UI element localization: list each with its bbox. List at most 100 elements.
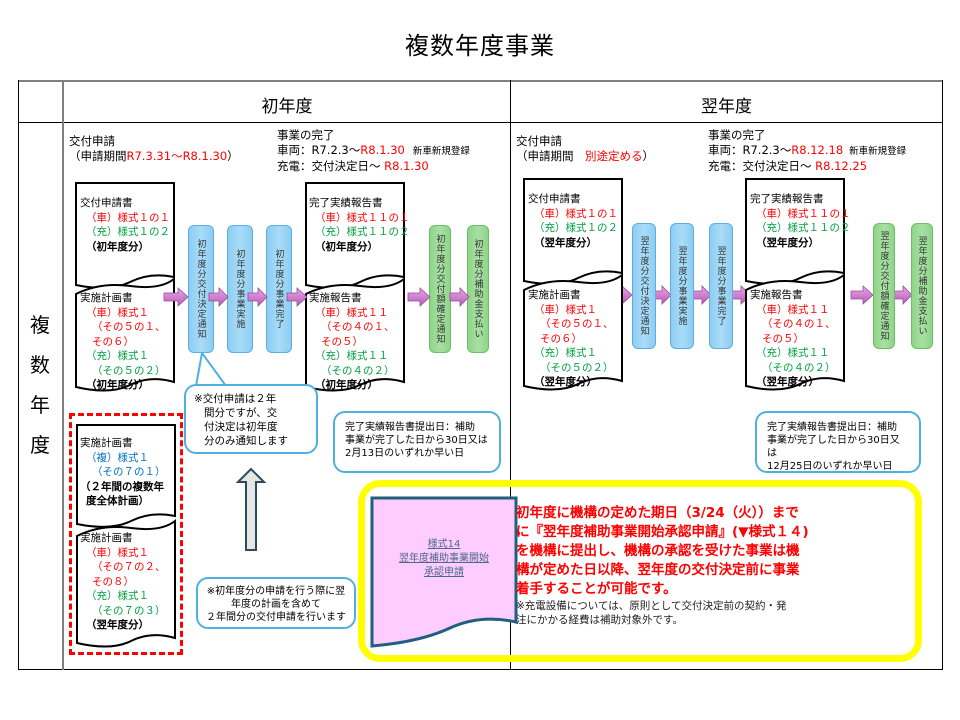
flow-step-label: 初年度分補助金支払い (472, 239, 483, 339)
doc-car-sub: その６） (540, 332, 582, 345)
document-stack-shape (523, 178, 623, 391)
doc-multi: （複）様式１ (86, 451, 149, 464)
charger-prefix: 充電：交付決定日～ (708, 159, 812, 173)
callout-report-deadline-next: 完了実績報告書提出日：補助 事業が完了した日から30日又は 12月25日のいずれ… (755, 411, 921, 473)
doc-charger: （充）様式１１の２ (315, 226, 410, 238)
application-period: （申請期間 別途定める） (516, 149, 654, 164)
callout-line: 年度の計画を含めて (231, 599, 321, 610)
flow-step-label: 翌年度分補助金支払い (916, 236, 927, 336)
doc-car-sub: その５） (762, 332, 804, 345)
up-arrow-icon (235, 467, 267, 551)
doc-car-sub: （その５の１、 (540, 318, 614, 330)
doc-year: （翌年度分） (756, 236, 819, 249)
document-stack-shape (305, 182, 405, 392)
right-arrow-icon (247, 287, 268, 307)
next-year-completion-info: 事業の完了 車両：R7.2.3～R8.12.18 新車新規登録 充電：交付決定日～… (708, 128, 906, 174)
vehicle-prefix: 車両：R7.2.3～ (277, 143, 361, 157)
doc-charger: （充）様式１１の２ (756, 222, 851, 234)
flow-step-label: 翌年度分交付額確定通知 (878, 231, 889, 341)
callout-line: 事業が完了した日から30日又は (345, 435, 488, 446)
vehicle-note: 新車新規登録 (849, 146, 907, 157)
doc-title: 実施計画書 (80, 437, 133, 449)
charger-completion: 充電：交付決定日～ R8.12.25 (708, 159, 906, 174)
flow-step-implementation-next: 翌年度分事業実施 (670, 223, 694, 349)
doc-car: （車）様式１の１ (534, 207, 618, 220)
doc-title: 実施計画書 (80, 292, 133, 304)
doc-charger: （充）様式１１ (756, 347, 830, 359)
application-label: 交付申請 (516, 134, 562, 148)
next-year-application-info: 交付申請 （申請期間 別途定める） (516, 134, 654, 164)
flow-step-label: 初年度分事業実施 (234, 249, 245, 329)
callout-line: 完了実績報告書提出日：補助 (767, 422, 897, 433)
period-suffix: ） (227, 149, 239, 163)
doc-car-sub: （その４の１、 (321, 321, 395, 333)
doc-year: （初年度分） (315, 379, 378, 391)
callout-line: 間分ですが、交 (204, 407, 278, 419)
callout-line: 12月25日のいずれか早い日 (767, 461, 893, 472)
vehicle-prefix: 車両：R7.2.3～ (708, 143, 792, 157)
doc-charger-sub: （その５の２） (92, 364, 166, 377)
completion-label: 事業の完了 (708, 128, 766, 142)
callout-report-deadline-first: 完了実績報告書提出日：補助 事業が完了した日から30日又は 2月13日のいずれか… (333, 411, 501, 473)
doc-year: （初年度分） (315, 240, 378, 253)
doc-car: （車）様式１１ (756, 303, 830, 316)
row-header-char: 複 (30, 313, 50, 337)
doc-car-sub: その６） (92, 335, 134, 348)
form14-link-line[interactable]: 承認申請 (424, 567, 464, 578)
charger-end: R8.1.30 (384, 159, 429, 173)
row-header-char: 年 (30, 393, 50, 417)
row-header-char: 数 (30, 353, 50, 377)
column-header-next-year: 翌年度 (701, 97, 752, 117)
notice-main-line: を機構に提出し、機構の承認を受けた事業は機 (516, 543, 800, 559)
form14-document-shape (370, 496, 518, 648)
doc-multi-year-plan: 実施計画書 （複）様式１ （その７の１） （２年間の複数年 度全体計画） (80, 436, 166, 509)
right-arrow-icon (892, 285, 913, 305)
notice-text: 初年度に機構の定めた期日（3/24（火））まで に『翌年度補助事業開始承認申請』… (516, 504, 916, 627)
form14-link-line[interactable]: 様式14 (427, 539, 461, 550)
vehicle-end: R8.12.18 (791, 143, 844, 157)
doc-car-sub: その５） (321, 335, 363, 348)
doc-next-year-plan: 実施計画書 （車）様式１ （その７の２、 その８） （充）様式１ （その７の３）… (80, 531, 166, 633)
doc-year: （翌年度分） (86, 619, 149, 631)
row-header-char: 度 (30, 433, 50, 457)
callout-line: 付決定は初年度 (204, 421, 278, 433)
doc-charger-sub: （その４の２） (762, 361, 836, 374)
charger-prefix: 充電：交付決定日～ (277, 159, 381, 173)
advance-start-notice (358, 480, 922, 662)
doc-title: 交付申請書 (528, 193, 581, 205)
doc-plan-next: 実施計画書 （車）様式１ （その５の１、 その６） （充）様式１ （その５の２）… (528, 288, 614, 390)
callout-line: 事業が完了した日から30日又は (767, 435, 900, 459)
doc-year: （翌年度分） (534, 376, 597, 388)
flow-step-label: 初年度分交付決定通知 (195, 239, 206, 339)
vehicle-completion: 車両：R7.2.3～R8.12.18 新車新規登録 (708, 143, 906, 159)
page-title: 複数年度事業 (405, 32, 555, 60)
form14-link-line[interactable]: 翌年度補助事業開始 (399, 553, 489, 564)
callout-line: ※初年度分の申請を行う際に翌 (206, 586, 346, 597)
period-value: R7.3.31～R8.1.30 (126, 149, 228, 163)
form14-link[interactable]: 様式14 翌年度補助事業開始 承認申請 (372, 538, 516, 580)
callout-line: ２年間分の交付申請を行います (206, 612, 346, 623)
period-prefix: （申請期間 (69, 149, 127, 163)
callout-decision-note: ※交付申請は２年 間分ですが、交 付決定は初年度 分のみ通知します (184, 384, 318, 454)
notice-main-line: 着手することが可能です。 (516, 581, 677, 597)
flow-step-payment-next: 翌年度分補助金支払い (911, 223, 933, 349)
callout-two-year-application: ※初年度分の申請を行う際に翌 年度の計画を含めて ２年間分の交付申請を行います (196, 577, 356, 629)
doc-car: （車）様式１１の１ (756, 207, 851, 220)
flow-step-finalize-next: 翌年度分交付額確定通知 (873, 223, 895, 349)
flow-step-label: 翌年度分事業実施 (676, 246, 687, 326)
doc-car: （車）様式１ (86, 546, 149, 559)
document-stack-shape (745, 178, 845, 391)
flow-step-completion-next: 翌年度分事業完了 (709, 223, 733, 349)
flow-step-decision-first: 初年度分交付決定通知 (188, 225, 214, 353)
callout-line: ※交付申請は２年 (194, 393, 277, 405)
application-period: （申請期間R7.3.31～R8.1.30） (69, 149, 239, 164)
doc-year: （初年度分） (86, 379, 149, 391)
doc-note: （２年間の複数年 (80, 480, 164, 493)
row-header-multi-year: 複 数 年 度 (18, 305, 62, 465)
application-label: 交付申請 (69, 134, 115, 148)
completion-label: 事業の完了 (277, 128, 335, 142)
column-header-first-year: 初年度 (261, 97, 313, 117)
notice-main-line: 初年度に機構の定めた期日（3/24（火））まで (516, 505, 799, 521)
doc-car-sub: （その５の１、 (92, 321, 166, 333)
